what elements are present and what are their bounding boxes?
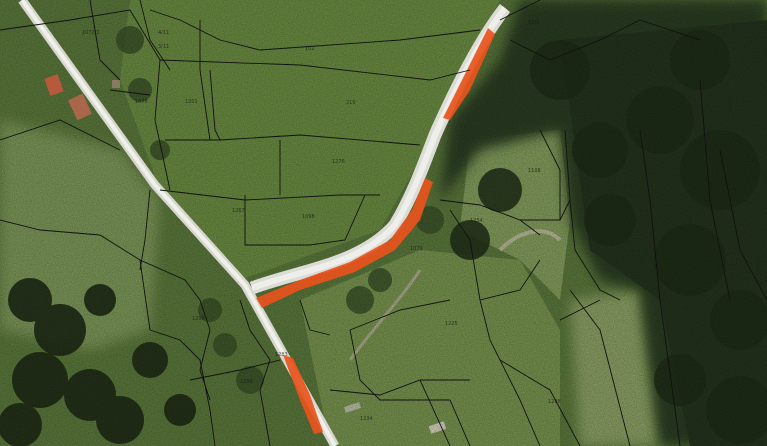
parcel-labels: 1072/2 4/11 3/11 102 12/3 1201 210 1276 …	[82, 20, 561, 422]
parcel-label: 1098	[302, 214, 315, 220]
parcel-label: 4/11	[158, 30, 169, 36]
parcel-label: 1254	[470, 218, 483, 224]
buildings	[44, 74, 120, 121]
highlight-segment-upper	[443, 28, 495, 120]
parcel-label: 1288	[548, 399, 561, 405]
parcel-label: 1076	[135, 99, 148, 105]
parcel-label: 210	[346, 100, 356, 106]
parcel-label: 1283	[275, 352, 288, 358]
parcel-label: 1234	[360, 416, 373, 422]
parcel-label: 1256	[240, 379, 253, 385]
parcel-label: 3/11	[158, 44, 169, 50]
parcel-label: 12/3	[528, 20, 539, 26]
parcel-label: 1072/2	[82, 30, 100, 36]
parcel-label: 102	[305, 46, 315, 52]
highlight-segments	[256, 28, 495, 434]
highlight-segment-middle	[256, 178, 433, 308]
parcel-label: 1079	[410, 246, 423, 252]
parcel-label: 1296	[192, 316, 205, 322]
highlight-segment-lower	[283, 355, 323, 434]
parcel-label: 1276	[332, 159, 345, 165]
parcel-label: 1225	[445, 321, 458, 327]
parcel-label: 1267	[232, 208, 245, 214]
parcel-label: 1108	[528, 168, 541, 174]
parcel-label: 1201	[185, 99, 198, 105]
